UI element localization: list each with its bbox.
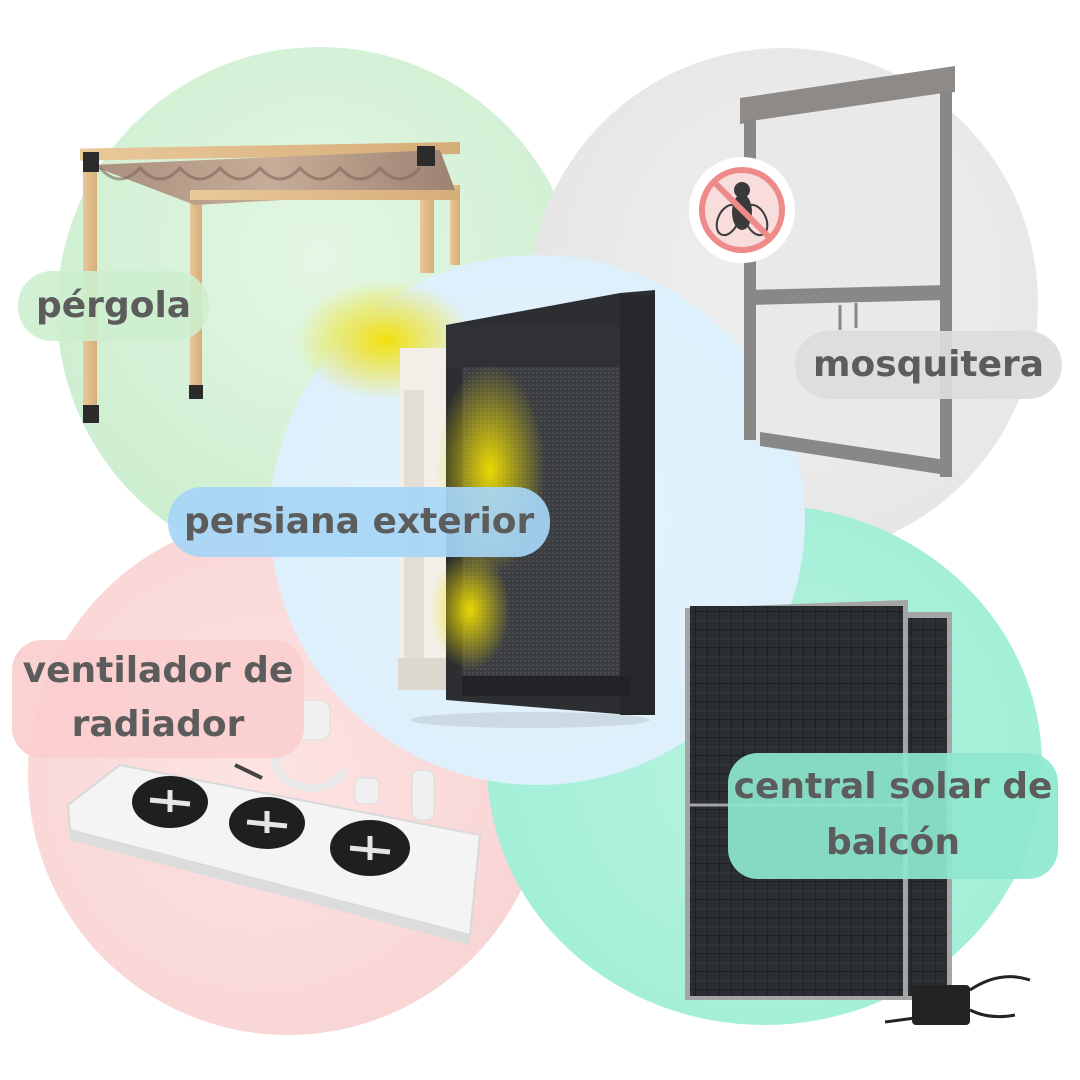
ventilador-label-line1: ventilador de: [22, 650, 294, 691]
persiana-label: persiana exterior: [168, 487, 551, 557]
ventilador-label: ventilador de radiador: [12, 640, 304, 758]
solar-label: central solar de balcón: [728, 753, 1058, 879]
ventilador-label-line2: radiador: [71, 704, 245, 745]
pergola-image: [80, 141, 460, 423]
window-screen-image: [740, 66, 955, 477]
solar-label-line1: central solar de: [733, 766, 1053, 807]
pergola-label: pérgola: [18, 271, 210, 341]
no-insect-icon: [689, 157, 795, 263]
radiator-fan-image: [66, 699, 482, 945]
solar-label-line2: balcón: [825, 822, 961, 863]
mosquitera-label: mosquitera: [795, 331, 1063, 399]
solar-panel-image: [685, 600, 1031, 1025]
